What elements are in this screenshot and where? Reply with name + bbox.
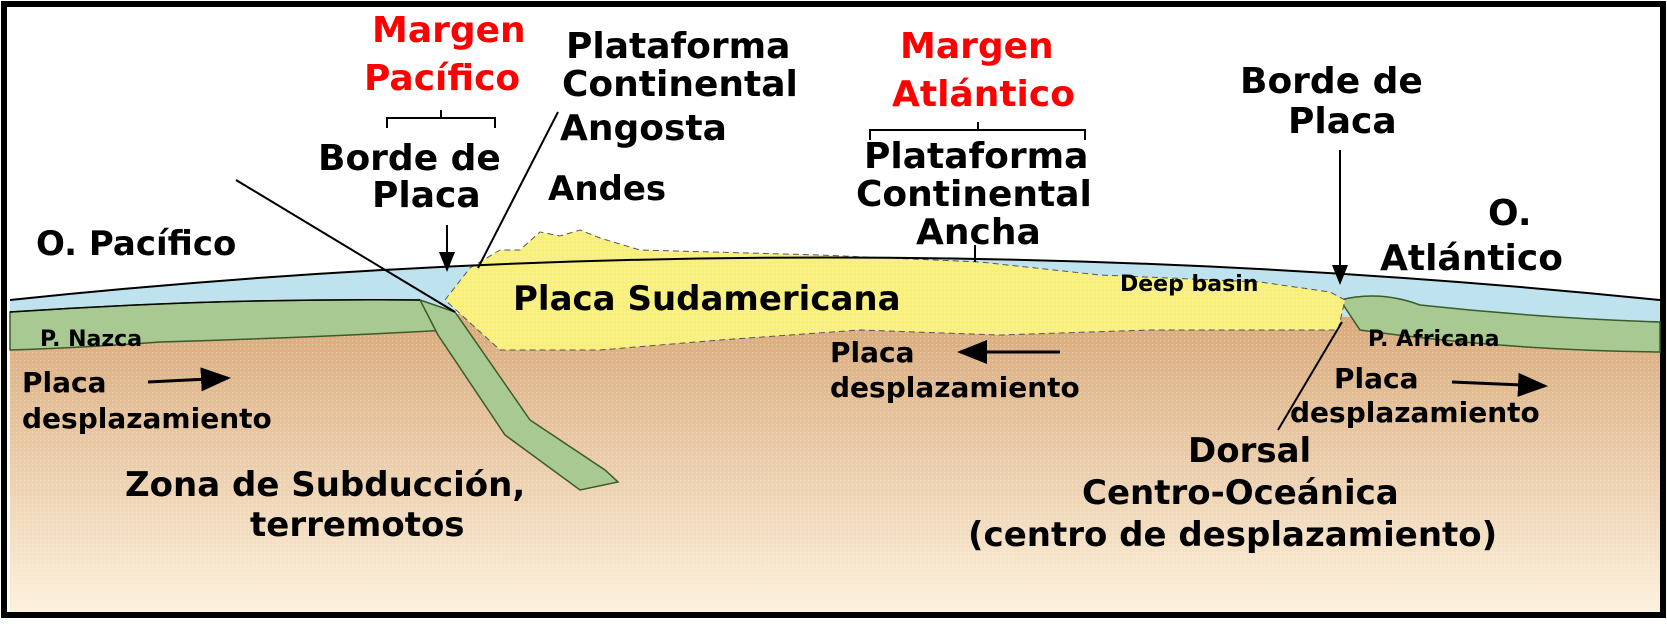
oceano-pacifico-label: O. Pacífico <box>36 224 236 264</box>
p-africana-label: P. Africana <box>1368 327 1499 352</box>
mantle-texture <box>10 308 1660 612</box>
borde-placa-left-label: Borde de Placa <box>318 138 513 216</box>
ocean-surface-line <box>9 256 1661 301</box>
dorsal-label: Dorsal Centro-Oceánica (centro de despla… <box>968 431 1497 555</box>
brace-atlantico <box>869 122 1086 140</box>
placa-desp-right-label: Placa desplazamiento <box>1290 362 1540 429</box>
deep-basin-label: Deep basin <box>1120 272 1258 297</box>
placa-desp-left-label: Placa desplazamiento <box>22 366 272 435</box>
zona-subduccion-label: Zona de Subducción, terremotos <box>125 465 537 545</box>
borde-placa-right-label: Borde de Placa <box>1240 61 1435 142</box>
p-nazca-label: P. Nazca <box>40 327 142 352</box>
plate-outline <box>9 299 421 313</box>
margen-atlantico-label: Margen Atlántico <box>892 26 1075 115</box>
andes-label: Andes <box>548 169 666 209</box>
motion-arrow-left <box>147 367 231 392</box>
placa-sudamericana-label: Placa Sudamericana <box>513 279 901 319</box>
subduction-line <box>235 179 456 313</box>
brace-pacifico <box>386 110 496 128</box>
subducting-slab <box>418 298 620 491</box>
dorsal-pointer <box>1277 321 1343 431</box>
angosta-pointer <box>477 111 559 269</box>
oceano-atlantico-label: O. Atlántico <box>1380 193 1563 279</box>
plataforma-ancha-label: Plataforma Continental Ancha <box>856 136 1104 253</box>
plataforma-angosta-label: Plataforma Continental Angosta <box>560 26 810 149</box>
margen-pacifico-label: Margen Pacífico <box>364 10 538 99</box>
placa-desp-center-label: Placa desplazamiento <box>830 336 1080 404</box>
motion-arrow-right <box>1451 372 1548 397</box>
african-plate <box>1338 295 1661 353</box>
